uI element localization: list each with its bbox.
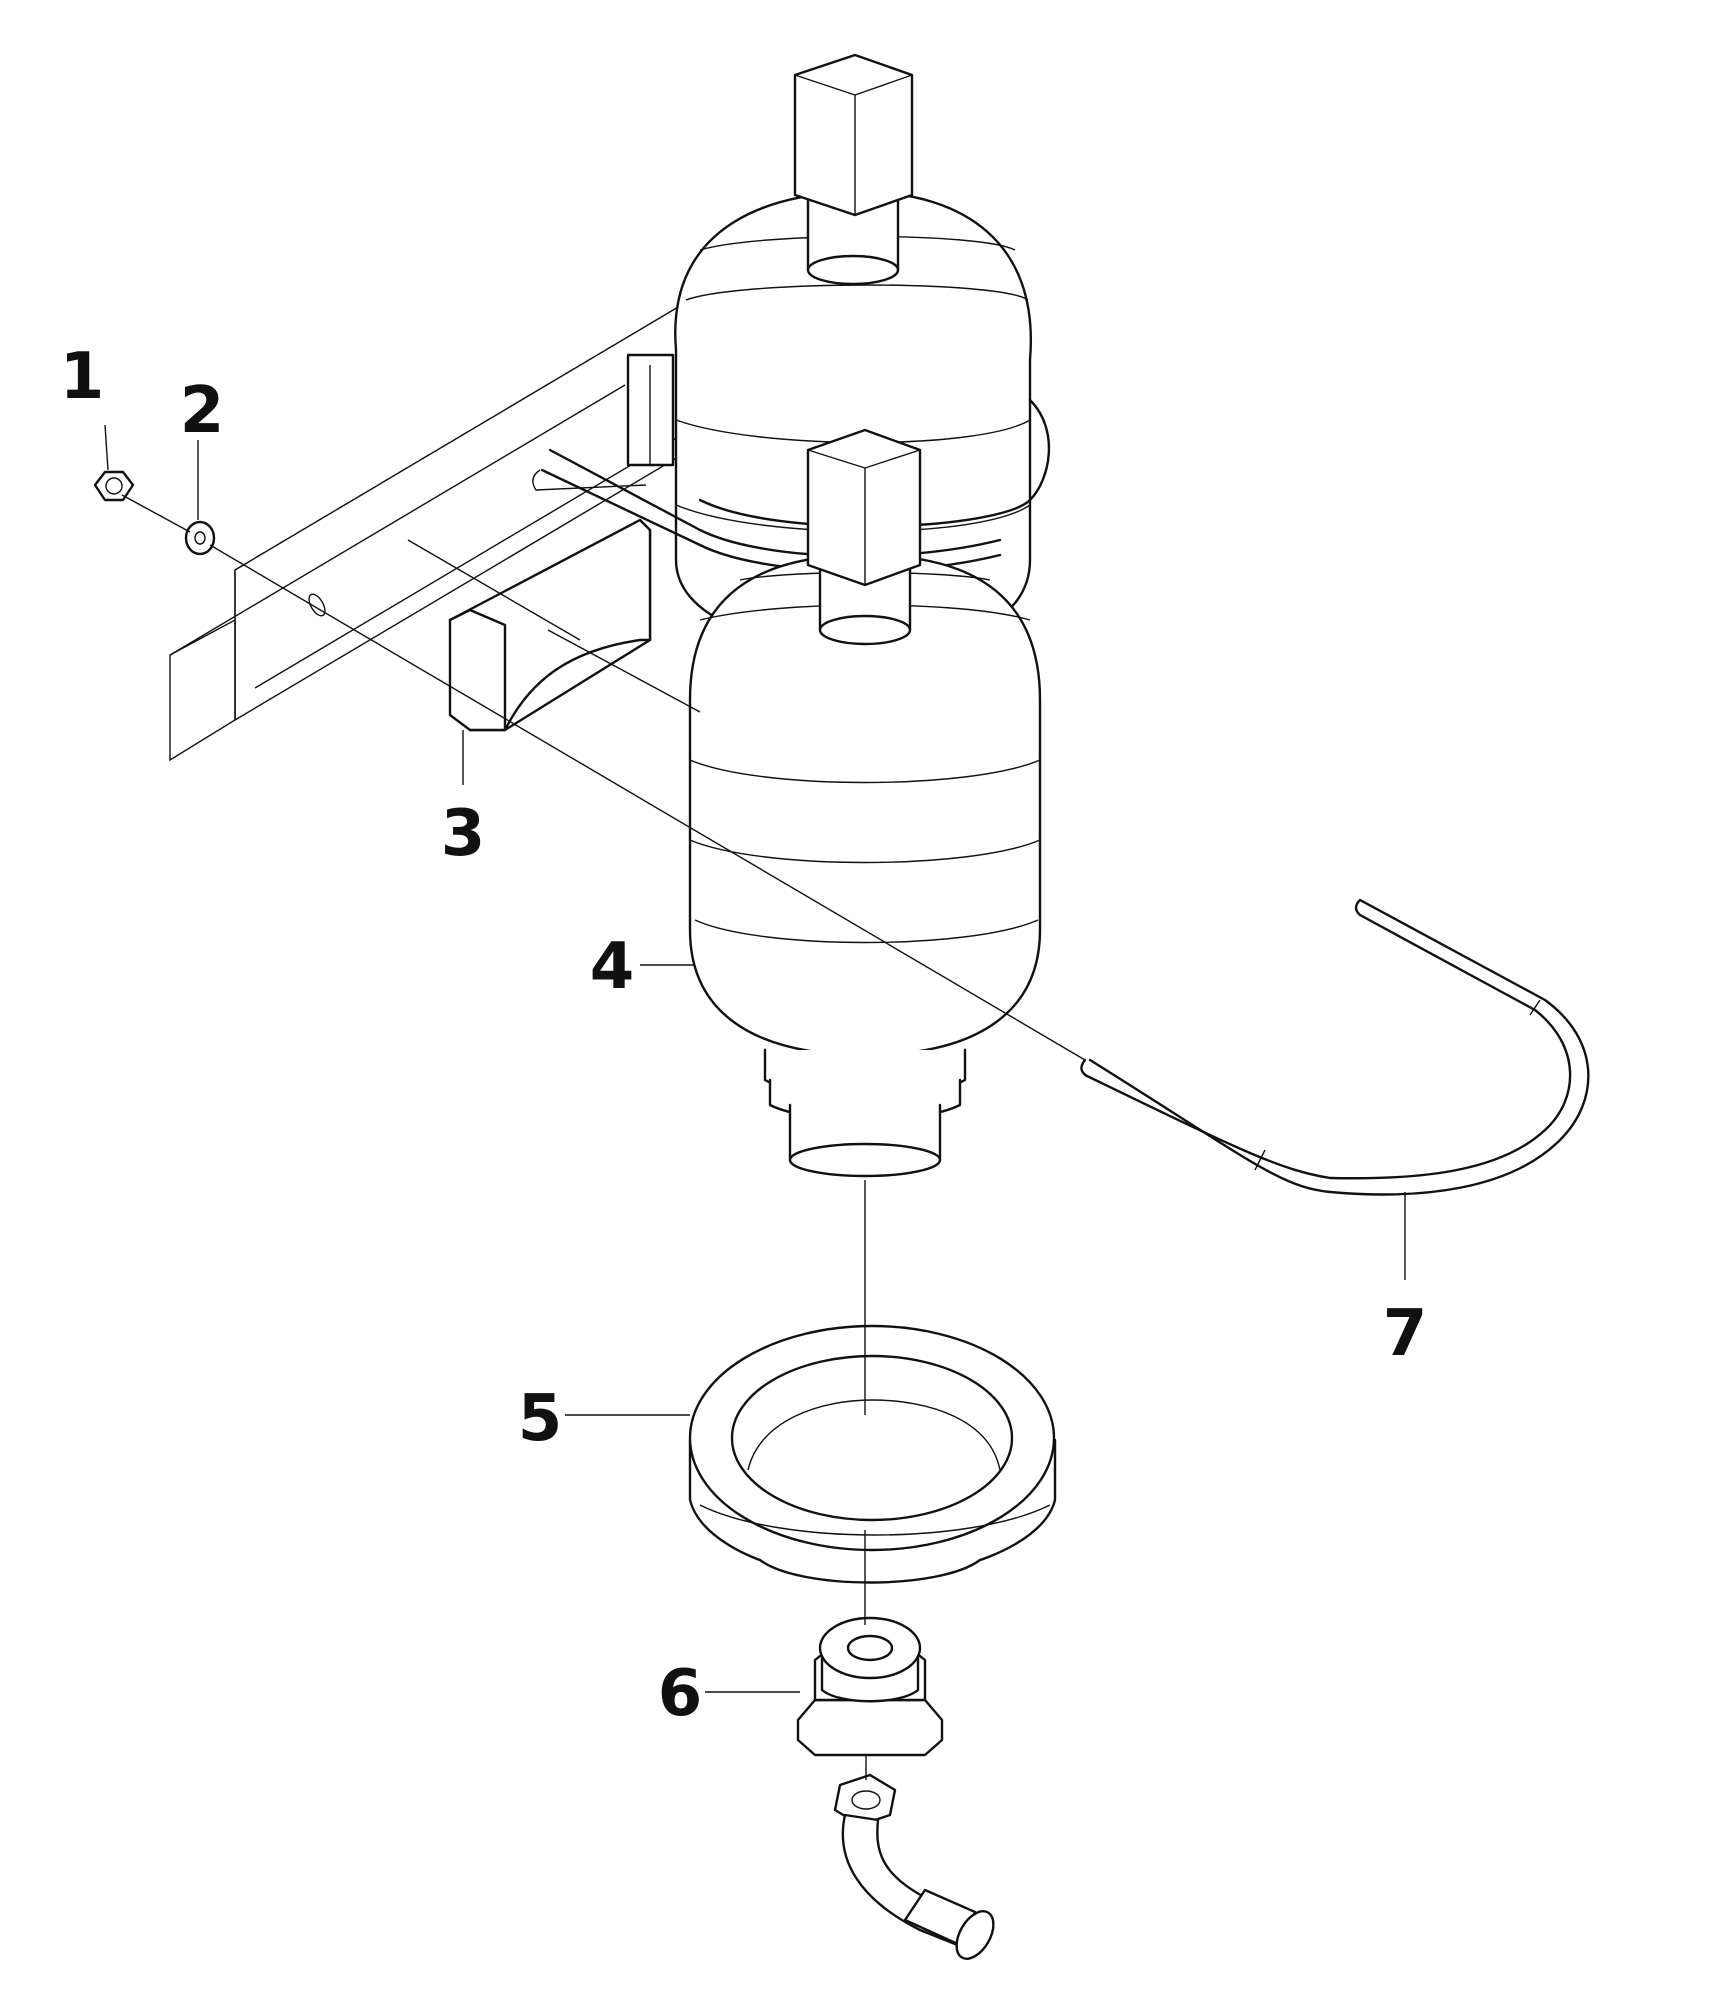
part-label-6: 6	[658, 1657, 703, 1731]
part-label-4: 4	[590, 930, 635, 1004]
part-label-3: 3	[441, 797, 486, 871]
part-label-7: 7	[1383, 1297, 1428, 1371]
part-label-5: 5	[518, 1382, 563, 1456]
part-labels: 1 2 3 4 5 6 7	[60, 340, 1428, 1731]
part-label-2: 2	[180, 374, 225, 448]
base-ring	[688, 1324, 1057, 1584]
front-accumulator	[688, 428, 1042, 1178]
washer	[184, 520, 216, 556]
nut	[93, 470, 135, 502]
leader-lines	[104, 424, 1406, 1693]
clamp-block	[448, 353, 675, 732]
assembly-lines	[121, 494, 1086, 1780]
fitting	[796, 1616, 995, 1960]
rear-accumulator	[674, 53, 1051, 652]
clamp-rod	[540, 448, 1590, 1196]
part-label-1: 1	[60, 340, 105, 414]
